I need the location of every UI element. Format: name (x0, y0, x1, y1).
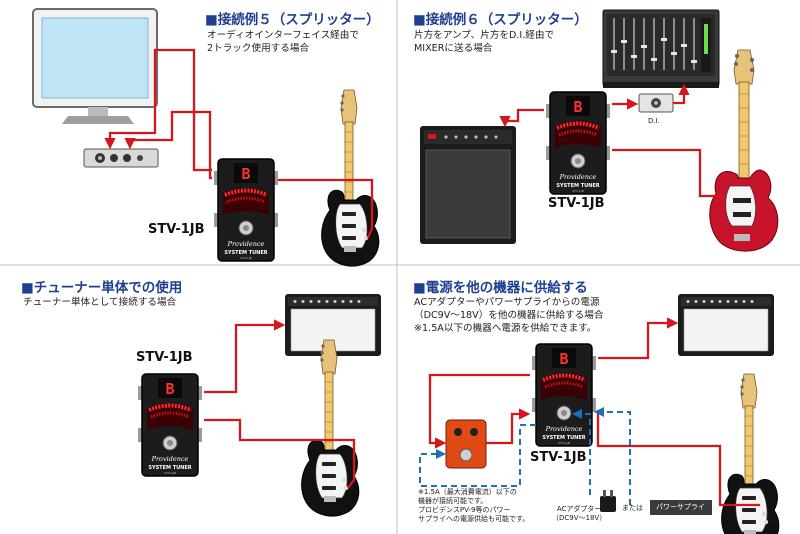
panel-1-description: オーディオインターフェイス経由で 2トラック使用する場合 (207, 29, 359, 55)
power-cables (419, 407, 631, 505)
panel-1-title: ■接続例５（スプリッター） (205, 12, 380, 28)
signal-cables (499, 83, 722, 198)
guitar-icon (721, 373, 780, 534)
guitar-amp-icon (420, 126, 516, 244)
panel-3-description: チューナー単体として接続する場合 (23, 296, 176, 309)
or-text: または (622, 504, 643, 512)
power-supply-label: パワーサプライ (656, 503, 705, 511)
tuner-pedal-icon (136, 372, 204, 478)
panel-4-desc-line-2: （DC9V～18V）を他の機器に供給する場合 (414, 310, 604, 321)
audio-interface-icon (83, 148, 159, 168)
panel-4-model-label: STV-1JB (530, 450, 587, 465)
effect-pedal-icon (445, 419, 487, 469)
ac-adapter-label-line-1: ACアダプター (556, 505, 602, 513)
panel-2-description: 片方をアンプ、片方をD.I.経由で MIXERに送る場合 (414, 29, 554, 55)
panel-3-title: ■チューナー単体での使用 (21, 280, 183, 296)
guitar-amp-icon (677, 293, 775, 357)
di-label: D.I. (648, 117, 660, 125)
panel-2-diagram (420, 9, 779, 252)
bass-guitar-icon (709, 49, 779, 252)
panel-4-description: ACアダプターやパワーサプライからの電源 （DC9V～18V）を他の機器に供給す… (414, 296, 603, 335)
ac-adapter-label-line-2: （DC9V～18V） (552, 514, 607, 522)
panel-2-title: ■接続例６（スプリッター） (413, 12, 588, 28)
tuner-pedal-icon (530, 342, 598, 448)
panel-4-note-line-3: プロビデンスPV-9等のパワー (418, 506, 511, 514)
panel-4-diagram (419, 293, 780, 534)
panel-2-model-label: STV-1JB (548, 196, 605, 211)
signal-cables (104, 48, 374, 239)
signal-cables (428, 317, 760, 507)
tuner-pedal-icon (212, 157, 280, 263)
panel-2-desc-line-1: 片方をアンプ、片方をD.I.経由で (414, 30, 555, 41)
guitar-icon (301, 339, 360, 517)
panel-1-diagram (32, 8, 380, 267)
panel-3-diagram (136, 293, 382, 517)
panel-3-desc-line-1: チューナー単体として接続する場合 (23, 297, 177, 308)
panel-3-model-label: STV-1JB (136, 350, 193, 365)
panel-4-note-line-2: 機器が接続可能です。 (418, 497, 488, 505)
power-supply-box (650, 500, 712, 515)
panel-4-note-line-1: ※1.5A（最大消費電流）以下の (418, 488, 517, 496)
tuner-pedal-icon (544, 90, 612, 196)
panel-2-desc-line-2: MIXERに送る場合 (414, 43, 493, 54)
panel-4-title: ■電源を他の機器に供給する (413, 280, 588, 296)
panel-1-desc-line-1: オーディオインターフェイス経由で (207, 30, 359, 41)
panel-4-desc-line-3: ※1.5A以下の機器へ電源を供給できます。 (414, 323, 597, 334)
ac-adapter-icon (600, 490, 616, 512)
panel-4-note: ※1.5A（最大消費電流）以下の 機器が接続可能です。 プロビデンスPV-9等の… (418, 488, 529, 524)
panel-1-model-label: STV-1JB (148, 222, 205, 237)
panel-1-desc-line-2: 2トラック使用する場合 (207, 43, 310, 54)
guitar-icon (321, 89, 380, 267)
signal-cables (204, 319, 356, 489)
panel-4-note-line-4: サプライへの電源供給も可能です。 (418, 515, 530, 523)
ac-adapter-label: ACアダプター （DC9V～18V） (552, 505, 606, 523)
panel-4-desc-line-1: ACアダプターやパワーサプライからの電源 (414, 297, 600, 308)
